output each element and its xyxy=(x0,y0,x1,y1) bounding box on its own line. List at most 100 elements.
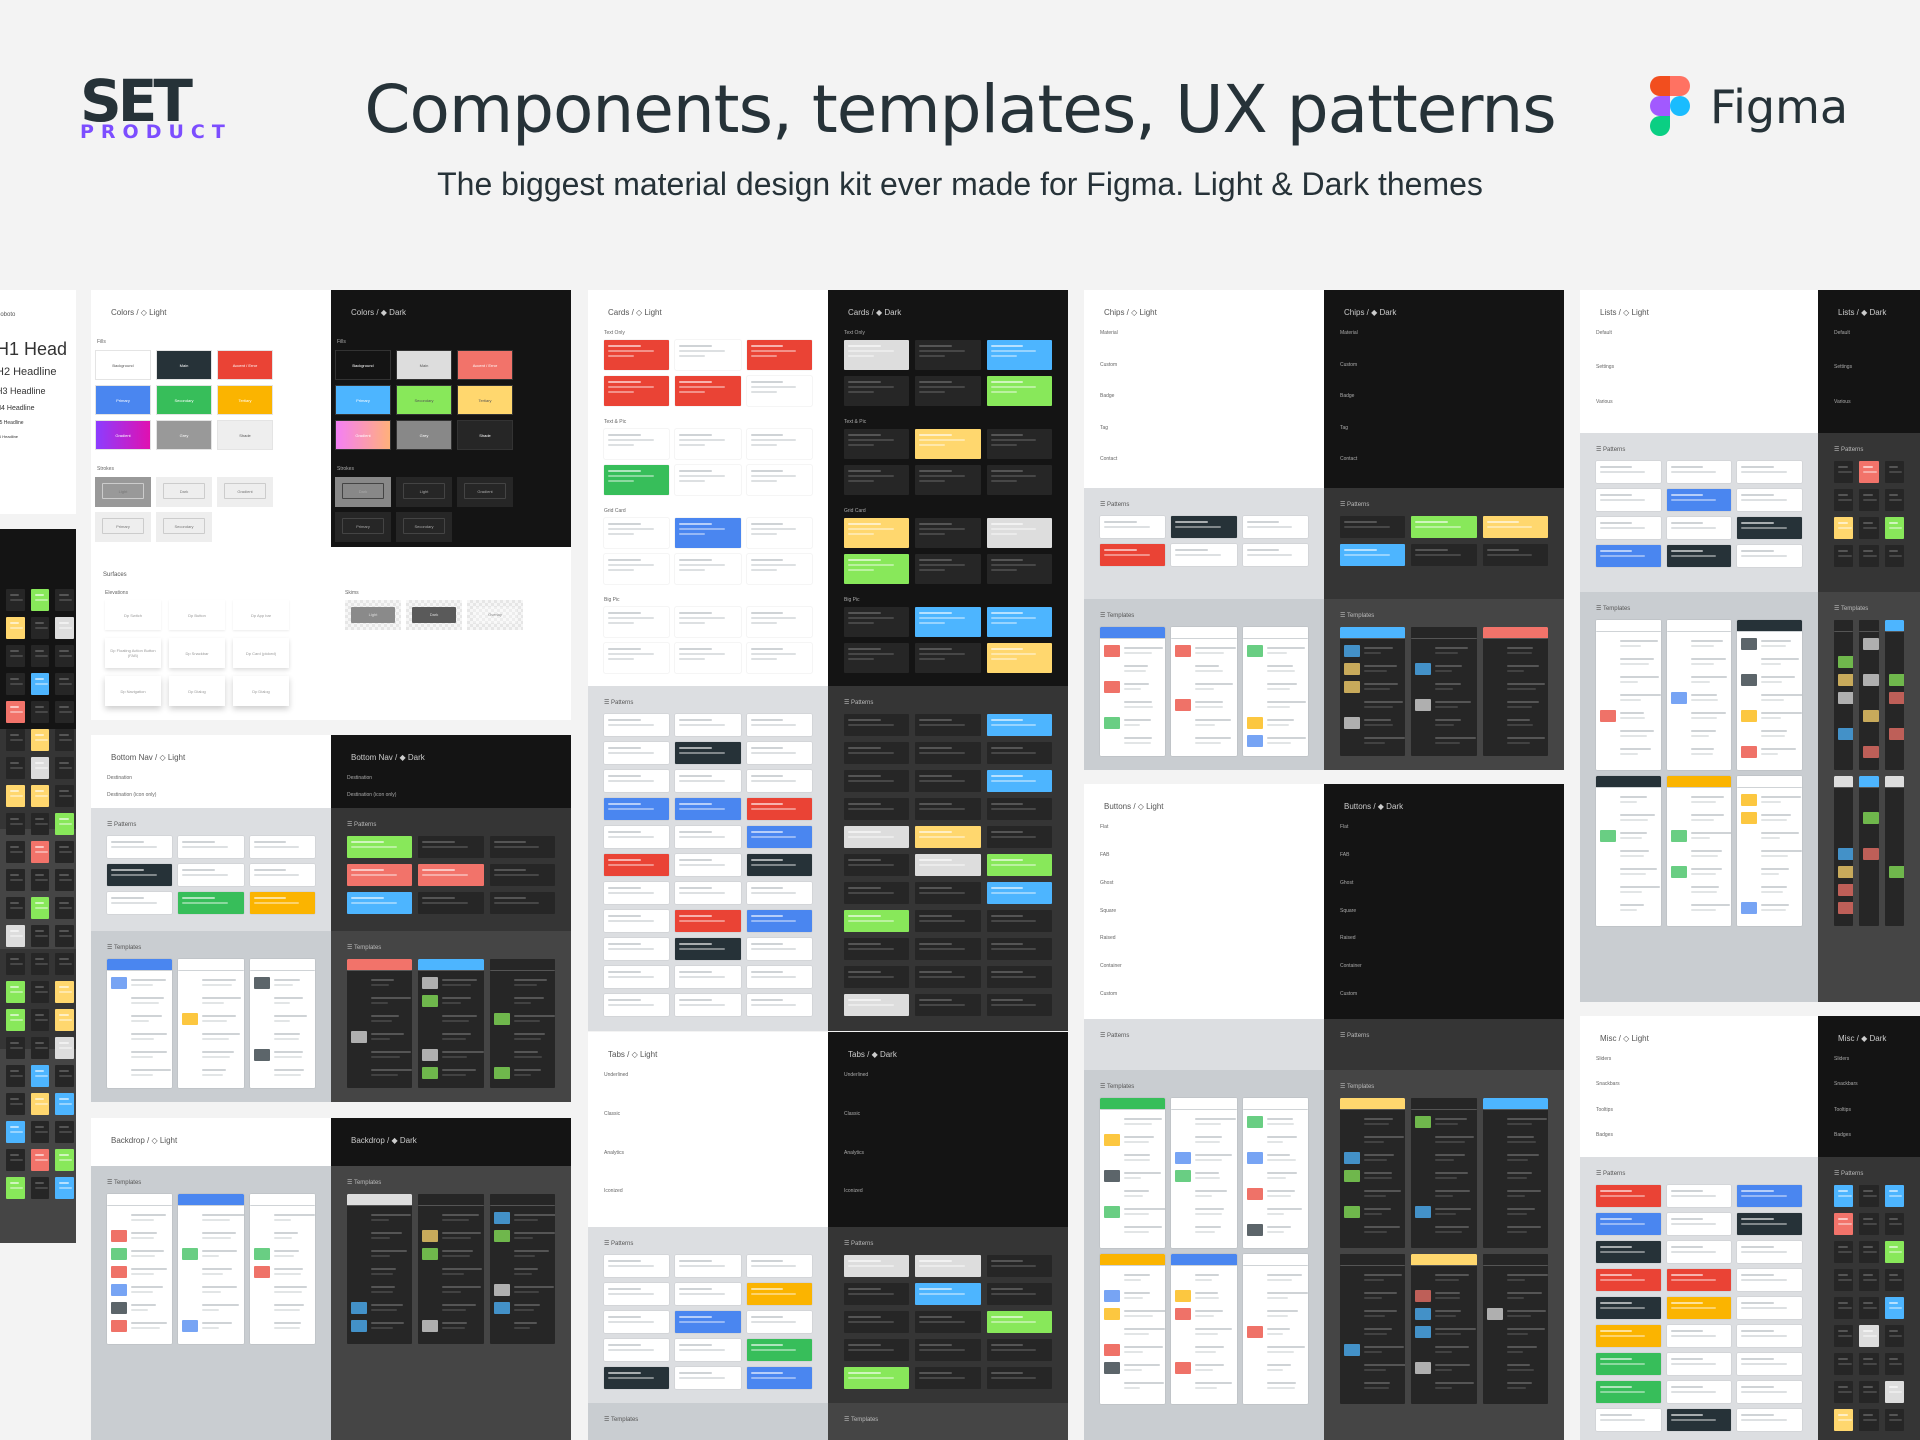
component-thumbnail xyxy=(844,1339,910,1361)
component-thumbnail xyxy=(986,826,1052,848)
text-line xyxy=(1364,742,1385,744)
component-thumbnail xyxy=(489,864,555,886)
text-line xyxy=(1838,1190,1848,1192)
text-line xyxy=(1364,1136,1405,1138)
component-thumbnail xyxy=(844,798,910,820)
component-thumbnail xyxy=(1596,1185,1661,1207)
text-line xyxy=(848,808,894,810)
text-line xyxy=(1888,1307,1903,1309)
text-line xyxy=(34,907,48,909)
text-line xyxy=(848,752,894,754)
section-label: Sliders xyxy=(1596,1056,1612,1062)
component-thumbnail xyxy=(746,770,812,792)
text-line xyxy=(1506,1292,1543,1294)
text-line xyxy=(919,1265,966,1267)
component-thumbnail xyxy=(1834,1409,1854,1431)
component-thumbnail xyxy=(604,1283,670,1305)
text-line xyxy=(1506,1364,1531,1366)
figma-brand: Figma xyxy=(1650,76,1890,136)
thumbnail-header xyxy=(1171,1098,1237,1110)
text-line xyxy=(1670,1358,1703,1360)
text-line xyxy=(1761,681,1782,683)
component-thumbnail xyxy=(1859,461,1879,483)
text-line xyxy=(1863,1279,1877,1281)
text-line xyxy=(1364,1154,1395,1156)
text-line xyxy=(848,439,894,441)
component-thumbnail xyxy=(30,813,50,835)
text-line xyxy=(1435,1136,1475,1138)
color-swatch-tertiary: Tertiary xyxy=(457,385,513,415)
templates-section: ☰ Templates xyxy=(1324,1070,1564,1440)
text-line xyxy=(1124,737,1153,739)
thumbnail-header xyxy=(1859,620,1879,632)
component-thumbnail xyxy=(675,966,741,988)
text-line xyxy=(1195,1190,1227,1192)
elevation-card: Dp Dialog xyxy=(233,676,289,706)
text-line xyxy=(131,1069,172,1071)
text-line xyxy=(273,1268,303,1270)
text-line xyxy=(848,915,881,917)
text-line xyxy=(679,1265,726,1267)
text-line xyxy=(1690,676,1728,678)
text-line xyxy=(608,915,641,917)
thumbnail-header xyxy=(1596,620,1661,632)
component-thumbnail xyxy=(30,981,50,1003)
text-line xyxy=(1838,527,1852,529)
text-line xyxy=(371,1309,397,1311)
color-swatch-background: Background xyxy=(335,350,391,380)
thumbnail-header xyxy=(107,959,173,971)
text-line xyxy=(1690,891,1717,893)
section-label: Sliders xyxy=(1834,1056,1850,1062)
component-thumbnail xyxy=(1666,545,1732,567)
stroke-swatch: Light xyxy=(95,477,151,507)
text-line xyxy=(513,1273,532,1275)
component-thumbnail xyxy=(1737,1297,1802,1319)
section-label: Badge xyxy=(1100,393,1115,400)
thumbnail-image xyxy=(1175,699,1192,711)
text-line xyxy=(1124,1292,1151,1294)
component-thumbnail xyxy=(675,429,741,459)
text-line xyxy=(10,795,24,797)
text-line xyxy=(1435,688,1454,690)
text-line xyxy=(1364,1351,1382,1353)
thumbnail-image xyxy=(493,1067,510,1079)
text-line xyxy=(513,1232,555,1234)
text-line xyxy=(750,386,797,388)
text-line xyxy=(919,1004,966,1006)
text-line xyxy=(59,650,69,652)
text-line xyxy=(442,1015,478,1017)
text-line xyxy=(273,1286,307,1288)
component-thumbnail xyxy=(915,1255,981,1277)
text-line xyxy=(919,612,952,614)
text-line xyxy=(608,719,641,721)
component-thumbnail xyxy=(844,714,910,736)
component-thumbnail xyxy=(746,826,812,848)
thumbnail-image xyxy=(1344,1170,1360,1182)
thumbnail-image xyxy=(1838,692,1854,704)
thumbnail-image xyxy=(1838,848,1854,860)
text-line xyxy=(10,711,24,713)
text-line xyxy=(1195,1279,1213,1281)
text-line xyxy=(990,622,1017,624)
component-thumbnail xyxy=(6,1177,25,1199)
text-line xyxy=(608,345,641,347)
text-line xyxy=(848,803,881,805)
text-line xyxy=(59,1131,73,1133)
text-line xyxy=(990,345,1024,347)
text-line xyxy=(59,1187,73,1189)
text-line xyxy=(371,1056,400,1058)
component-thumbnail xyxy=(746,607,812,637)
component-thumbnail xyxy=(55,813,74,835)
templates-section: ☰ Templates xyxy=(1818,592,1920,1002)
thumbnail-header xyxy=(1340,627,1406,639)
section-label: Material xyxy=(1340,330,1358,336)
text-line xyxy=(1195,737,1232,739)
text-line xyxy=(371,997,411,999)
text-line xyxy=(1670,1195,1716,1197)
section-label: Destination xyxy=(347,775,373,781)
text-line xyxy=(750,943,784,945)
component-thumbnail xyxy=(30,785,50,807)
component-thumbnail xyxy=(675,340,741,370)
